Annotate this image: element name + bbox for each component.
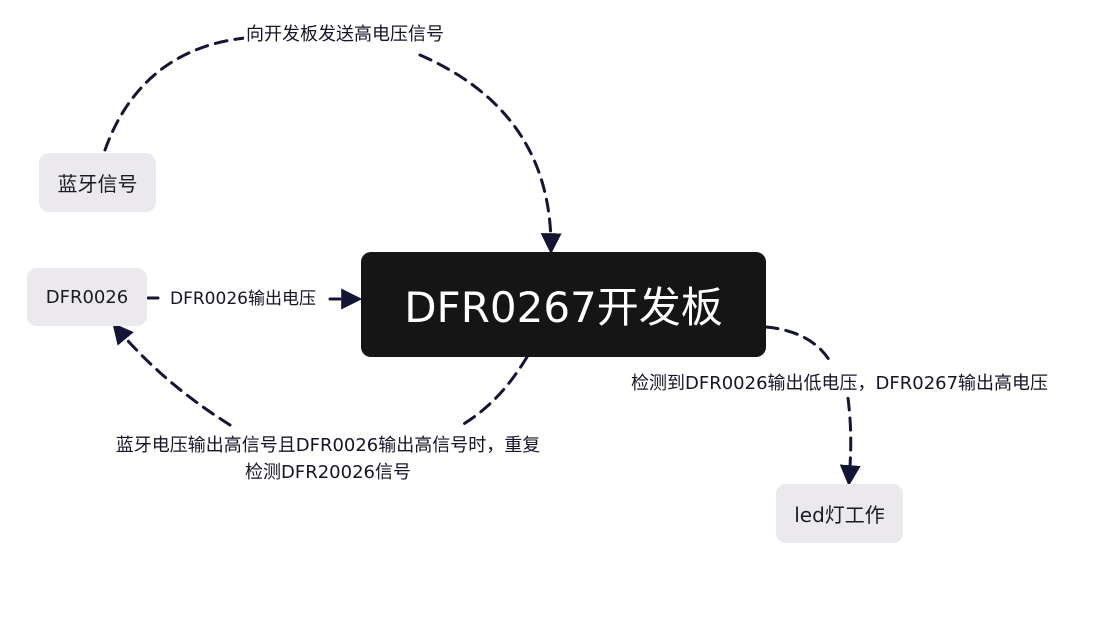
edge-bluetooth-to-board [103,36,551,250]
edge-board-to-dfr0026 [115,326,529,427]
edge-label-dfr0026-to-board: DFR0026输出电压 [168,286,318,312]
node-led-work-label: led灯工作 [794,503,885,527]
edge-board-to-led [764,325,851,482]
edge-label-board-to-dfr0026-line2: 检测DFR20026信号 [245,462,411,483]
node-dfr0026-label: DFR0026 [45,286,129,308]
edge-dfr0026-to-board [146,298,358,299]
node-dfr0267-board[interactable]: DFR0267开发板 [361,252,766,357]
edge-label-bluetooth-to-board: 向开发板发送高电压信号 [244,22,446,48]
node-led-work[interactable]: led灯工作 [776,484,903,543]
edge-label-board-to-dfr0026-line1: 蓝牙电压输出高信号且DFR0026输出高信号时，重复 [115,435,541,456]
node-dfr0267-board-label: DFR0267开发板 [404,283,723,332]
edge-label-board-to-dfr0026: 蓝牙电压输出高信号且DFR0026输出高信号时，重复 检测DFR20026信号 [100,432,556,486]
edge-label-board-to-led: 检测到DFR0026输出低电压，DFR0267输出高电压 [629,371,1051,397]
node-bluetooth-signal[interactable]: 蓝牙信号 [39,153,156,212]
node-dfr0026[interactable]: DFR0026 [27,268,147,326]
node-bluetooth-signal-label: 蓝牙信号 [57,172,138,196]
